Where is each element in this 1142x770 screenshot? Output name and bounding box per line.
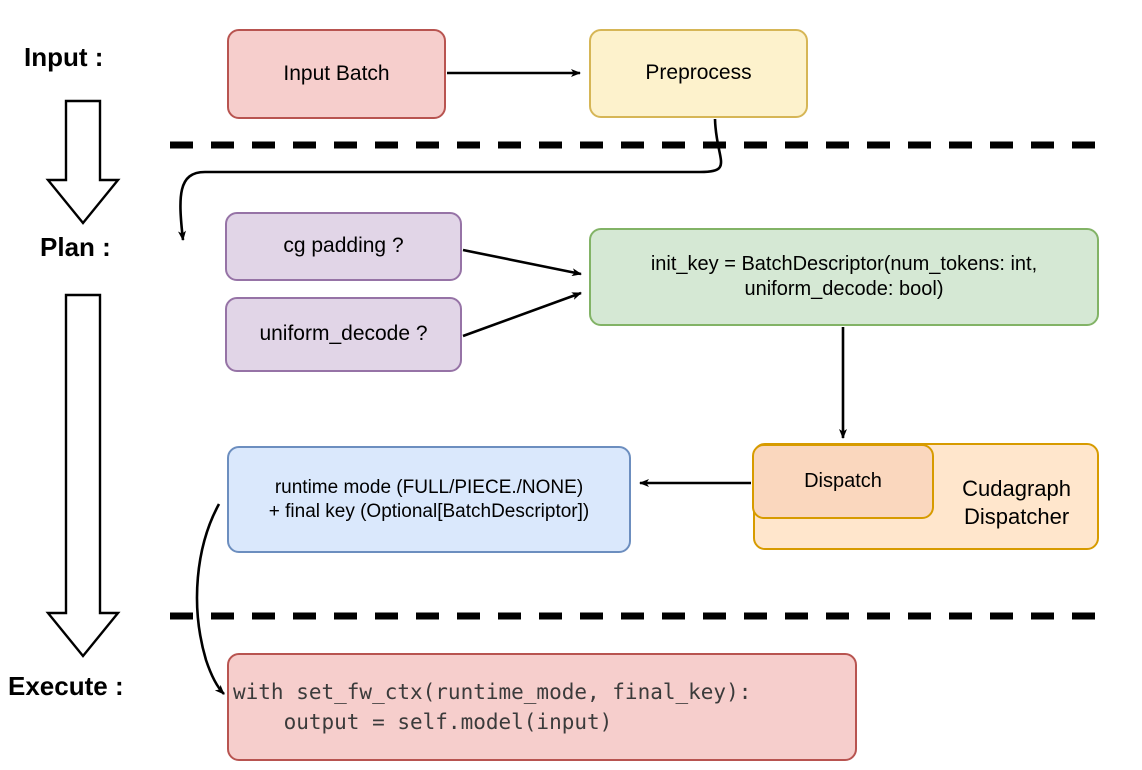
node-init-key[interactable]: init_key = BatchDescriptor(num_tokens: i… xyxy=(589,228,1099,326)
execute-code-block: with set_fw_ctx(runtime_mode, final_key)… xyxy=(233,677,751,738)
execute-code-line-2: output = self.model(input) xyxy=(233,710,613,734)
node-dispatch[interactable]: Dispatch xyxy=(752,444,934,519)
edge-uniform-decode-to-init-key xyxy=(462,291,582,338)
node-cg-padding[interactable]: cg padding ? xyxy=(225,212,462,281)
edge-cg-padding-to-init-key xyxy=(462,248,582,277)
stage-label-execute: Execute : xyxy=(8,671,124,701)
stage-label-plan: Plan : xyxy=(40,232,111,262)
edge-preprocess-to-cg-padding xyxy=(178,118,723,241)
node-uniform-decode[interactable]: uniform_decode ? xyxy=(225,297,462,372)
execute-code-line-1: with set_fw_ctx(runtime_mode, final_key)… xyxy=(233,679,752,704)
plan-to-execute-arrow xyxy=(45,293,121,658)
node-input-batch[interactable]: Input Batch xyxy=(227,29,446,119)
node-execute-code[interactable]: with set_fw_ctx(runtime_mode, final_key)… xyxy=(227,653,857,761)
node-preprocess[interactable]: Preprocess xyxy=(589,29,808,118)
edge-runtime-mode-to-execute-code xyxy=(195,503,225,695)
node-runtime-mode[interactable]: runtime mode (FULL/PIECE./NONE) + final … xyxy=(227,446,631,553)
stage-label-input: Input : xyxy=(24,42,104,72)
input-to-plan-arrow xyxy=(45,99,121,225)
